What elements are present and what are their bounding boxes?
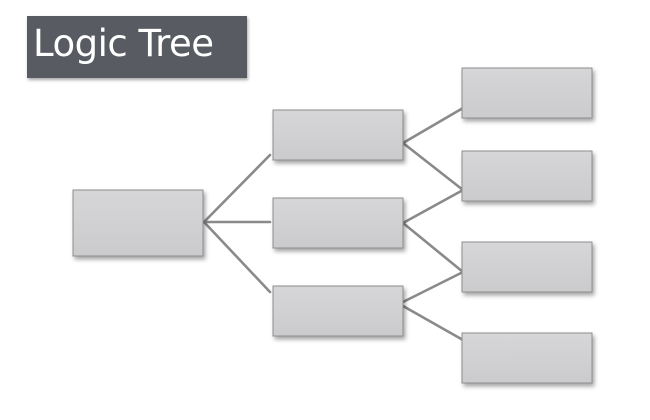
connector-b2-c3 (401, 221, 465, 274)
connector-b1-c1 (401, 106, 465, 145)
connector-b3-c3 (401, 270, 465, 304)
tree-node-level2-3 (461, 241, 593, 293)
connector-b1-c2 (401, 141, 465, 192)
connector-b3-c4 (401, 304, 465, 342)
title-banner: Logic Tree (27, 16, 247, 78)
tree-node-level2-4 (461, 332, 593, 384)
diagram-title: Logic Tree (33, 22, 214, 65)
tree-node-level2-1 (461, 67, 593, 119)
connector-b2-c2 (401, 188, 465, 225)
tree-node-level1-3 (272, 285, 404, 337)
tree-node-level1-2 (272, 197, 404, 249)
tree-node-root (72, 189, 204, 257)
connector-root-b3 (202, 220, 272, 294)
tree-node-level2-2 (461, 150, 593, 202)
connector-root-b1 (202, 153, 272, 224)
tree-node-level1-1 (272, 109, 404, 161)
